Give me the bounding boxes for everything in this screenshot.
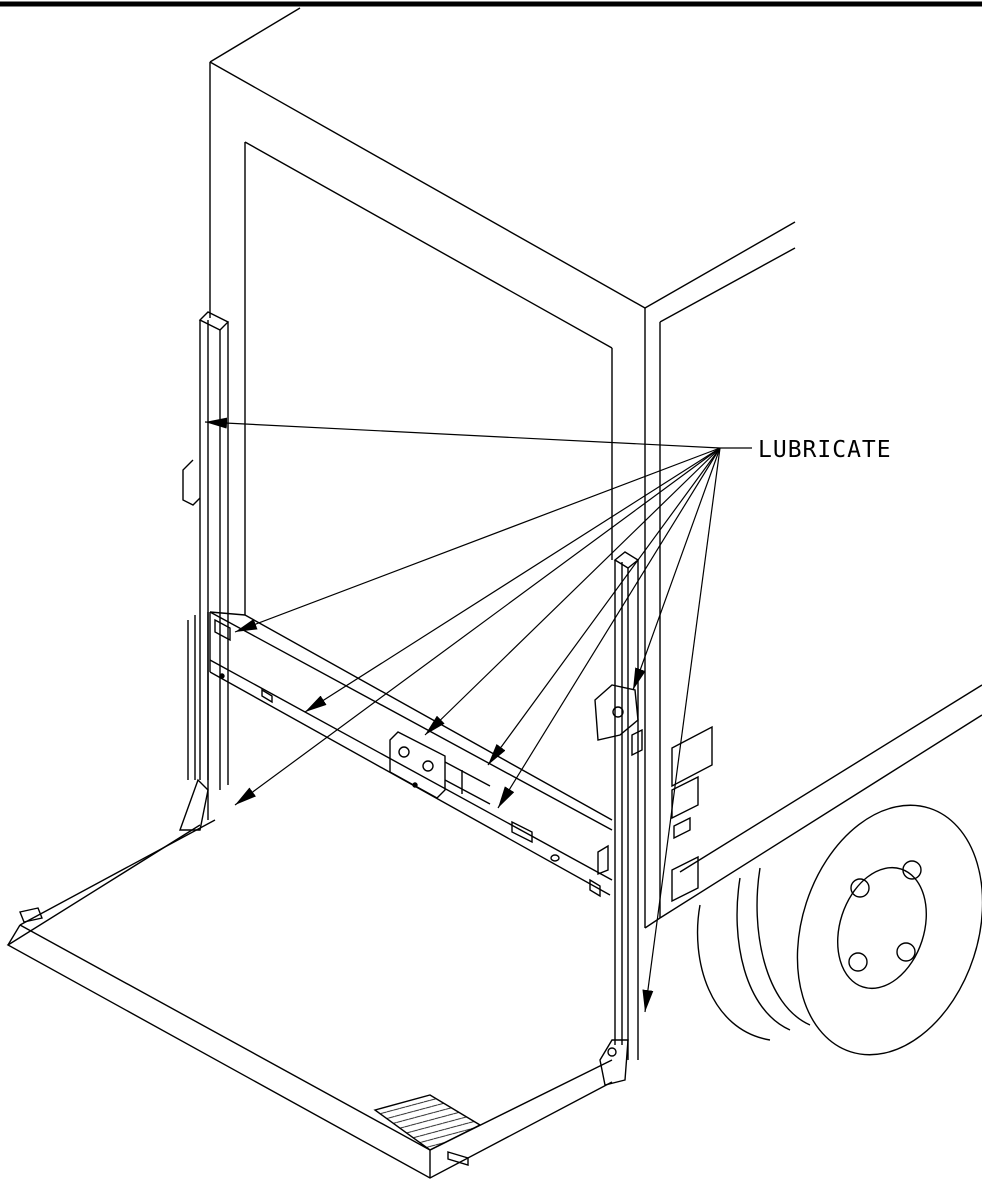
- wheel-assembly: [696, 804, 982, 1056]
- right-column: [594, 551, 643, 1086]
- callout-leader-9: [642, 447, 721, 1013]
- callout-leader-4: [234, 447, 721, 806]
- callout-leader-7: [497, 447, 721, 809]
- left-column: [179, 311, 230, 831]
- cross-beam: [209, 611, 613, 898]
- truck-body: [209, 7, 982, 929]
- callout-leader-8: [632, 447, 721, 691]
- callout-leader-5: [424, 447, 721, 736]
- liftgate-platform: [6, 819, 613, 1179]
- lubricate-label: LUBRICATE: [758, 437, 892, 463]
- callout-leader-3: [304, 447, 721, 713]
- lubrication-callout: LUBRICATE: [204, 417, 892, 1013]
- callout-leader-2: [234, 447, 721, 633]
- callout-leader-6: [487, 447, 721, 766]
- callout-leader-1: [204, 417, 721, 449]
